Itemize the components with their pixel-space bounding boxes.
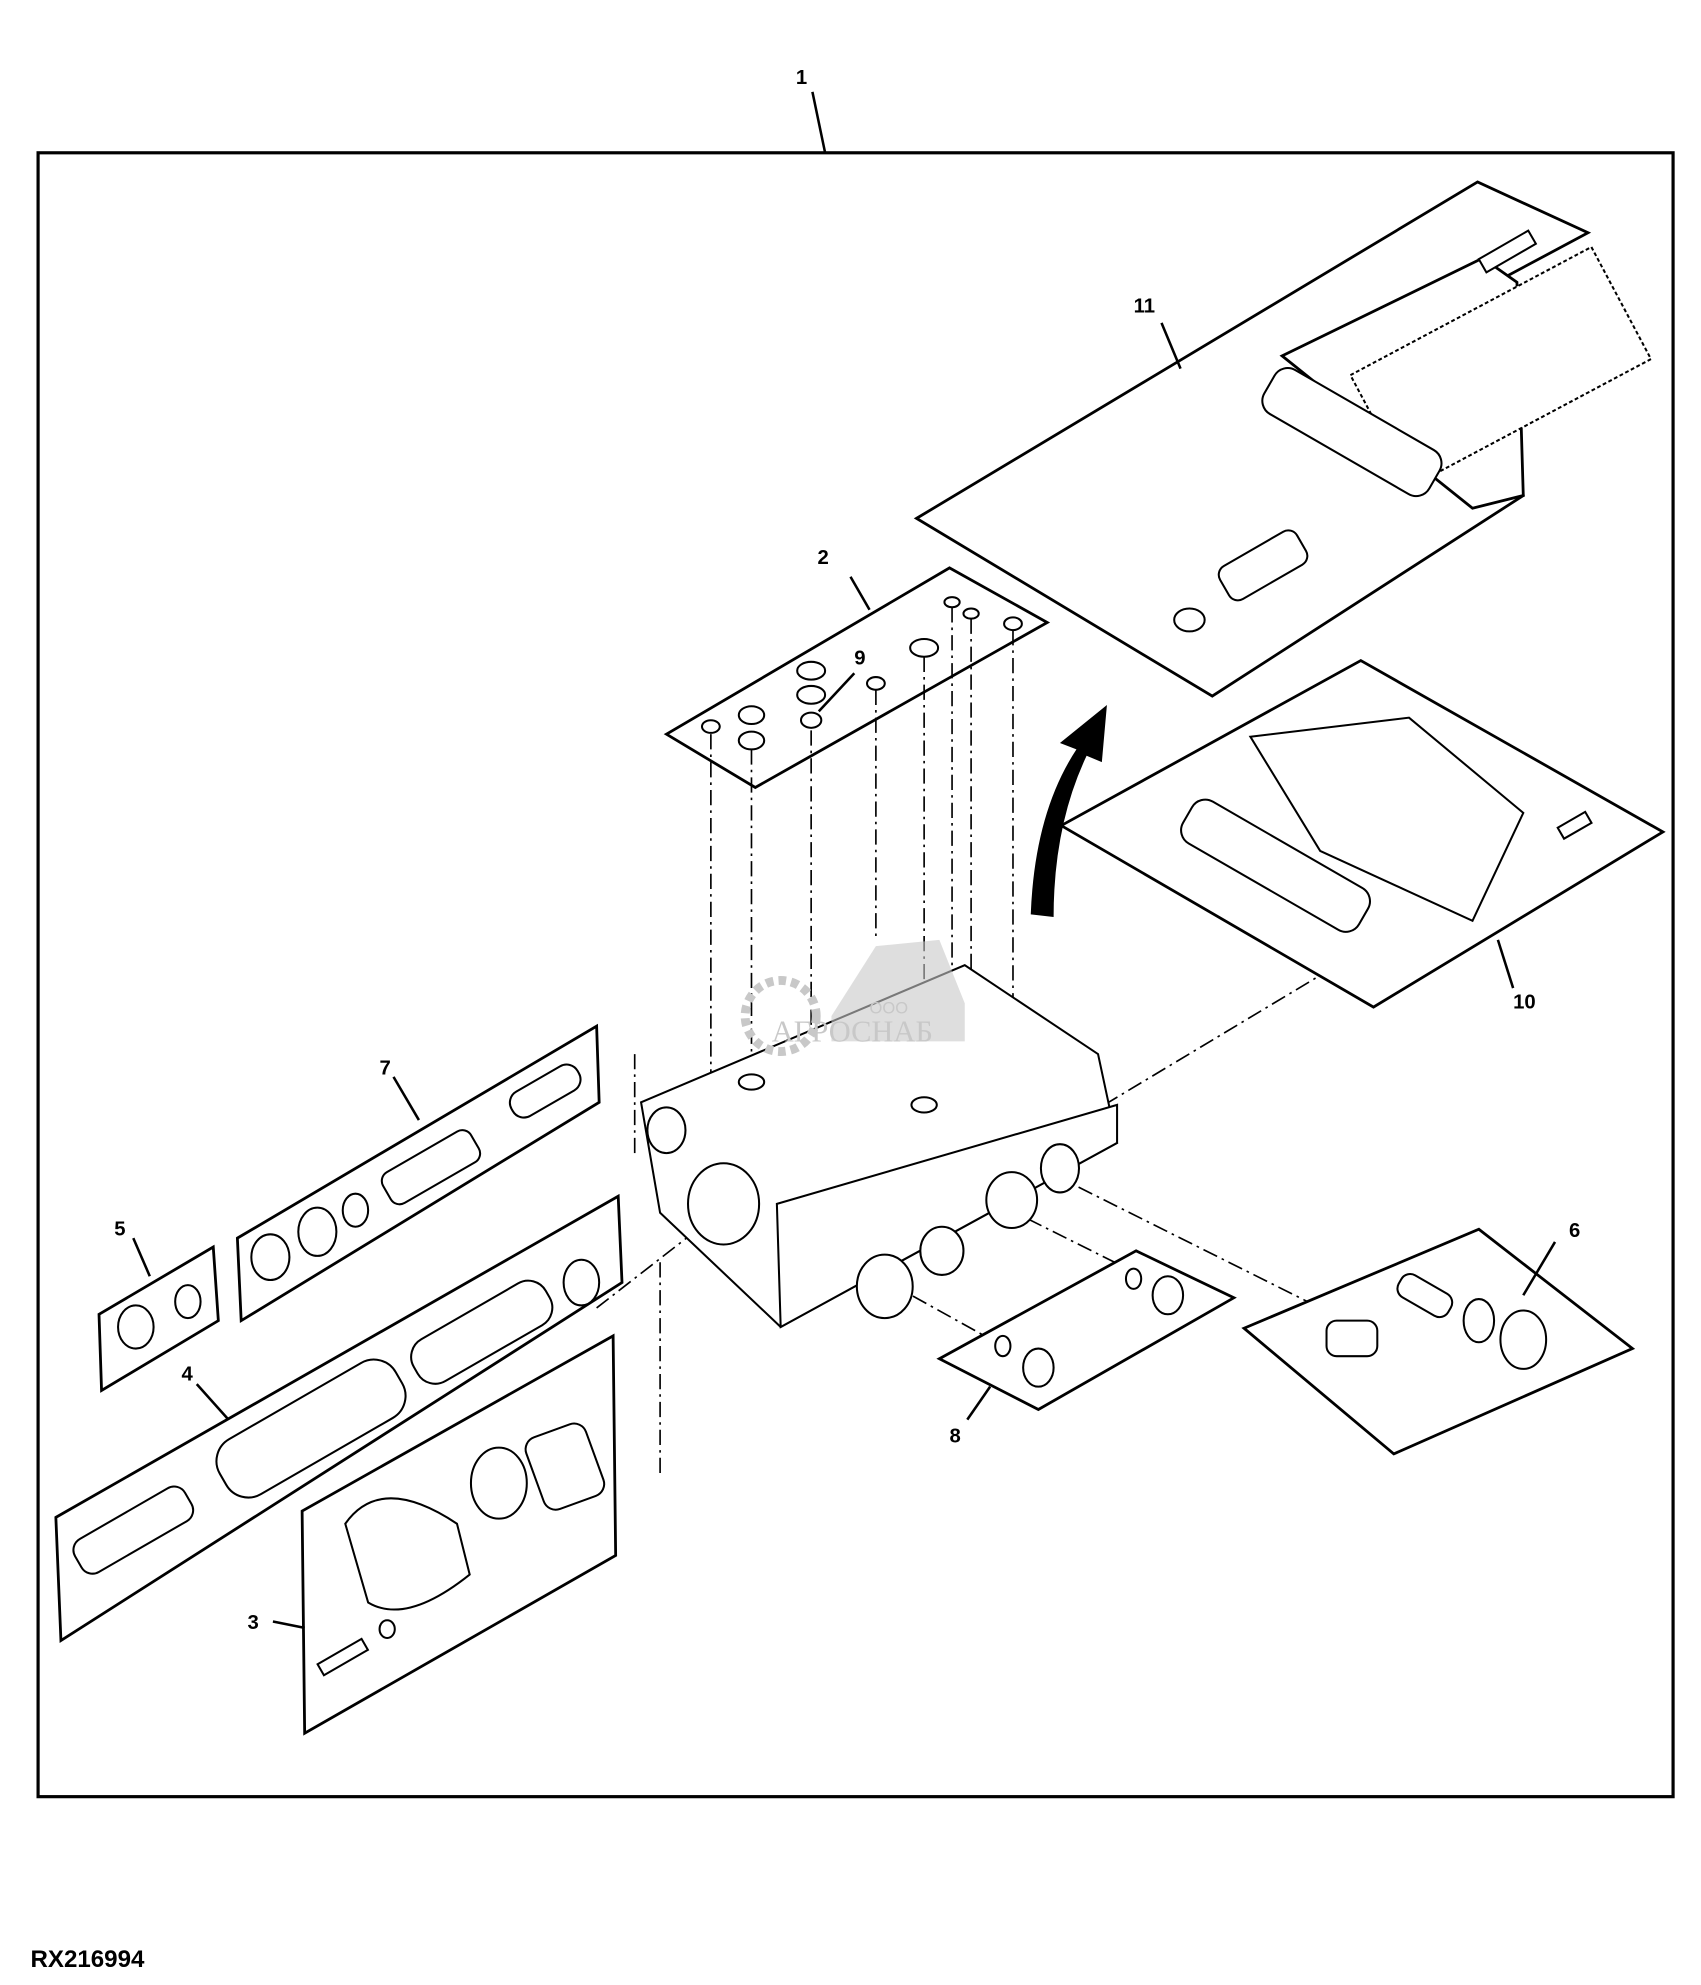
- valve-block: [639, 964, 1119, 1329]
- kit-panel-8: [936, 1249, 1237, 1421]
- watermark-name: АГРОСНАБ: [772, 1014, 933, 1048]
- callout-2: 2: [817, 547, 828, 569]
- callout-4: 4: [182, 1363, 194, 1385]
- kit-panel-11: [913, 180, 1653, 698]
- callout-10: 10: [1513, 991, 1536, 1013]
- kit-panel-5: [97, 1237, 220, 1393]
- callout-3: 3: [248, 1612, 259, 1634]
- watermark-prefix: ООО: [870, 999, 909, 1017]
- callout-8: 8: [950, 1426, 961, 1448]
- figure-id: RX216994: [30, 1946, 145, 1973]
- callout-1: 1: [796, 67, 807, 89]
- rotation-arrow-icon: [1030, 704, 1107, 917]
- callout-9: 9: [854, 647, 865, 669]
- callout-6: 6: [1569, 1220, 1580, 1242]
- callout-5: 5: [114, 1219, 125, 1241]
- kit-panel-4: [54, 1193, 624, 1644]
- kit-panel-10: [1058, 658, 1666, 1009]
- kit-panel-6: [1241, 1227, 1636, 1456]
- kit-panel-7: [235, 1023, 601, 1324]
- kit-panel-3: [272, 1333, 618, 1736]
- callout-11: 11: [1134, 296, 1155, 318]
- assembly-frame: [36, 151, 1675, 1799]
- agrosnab-watermark-logo: ООО АГРОСНАБ: [740, 939, 965, 1056]
- gasket-panel-2: [663, 566, 1051, 790]
- callout-7: 7: [380, 1057, 391, 1079]
